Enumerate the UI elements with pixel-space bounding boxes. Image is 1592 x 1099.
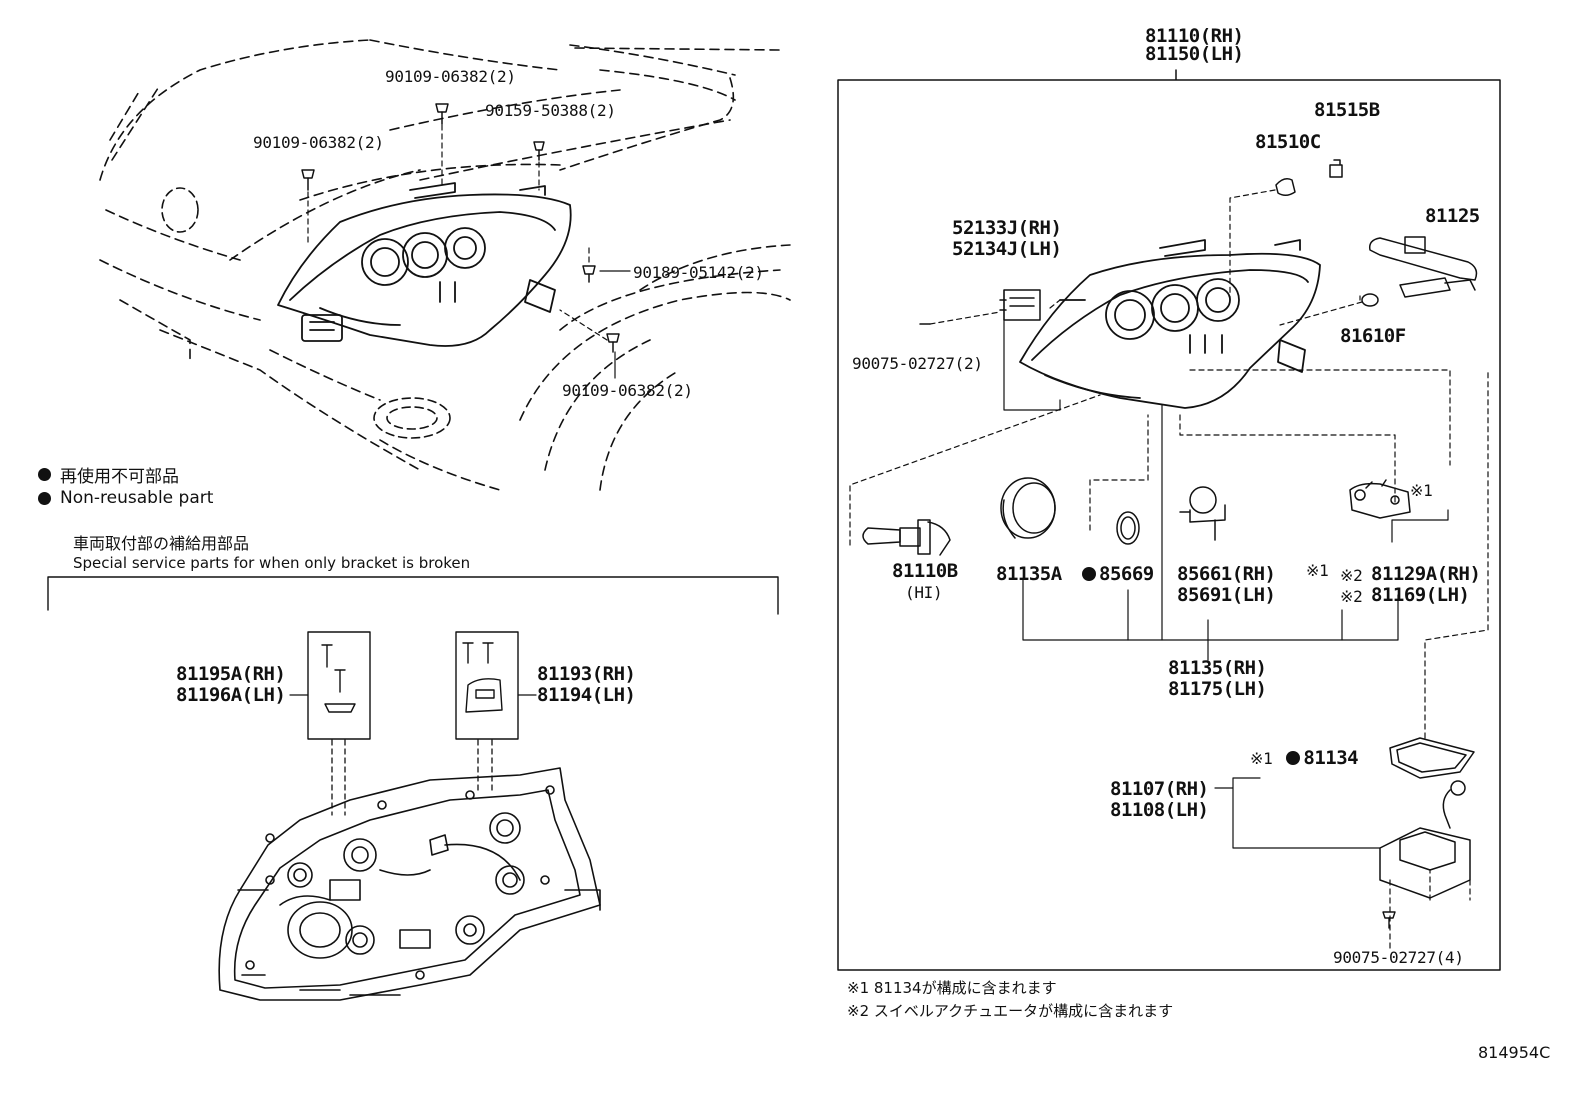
part-label-oring[interactable]: 85669 [1082, 564, 1154, 585]
figure-id: 814954C [1478, 1043, 1551, 1062]
mounted-headlamp [277, 182, 572, 347]
bracket-box-right [455, 631, 519, 740]
actuator-81129A [1349, 479, 1411, 519]
service-frame [47, 576, 779, 615]
part-label-unit-lh[interactable]: 81175(LH) [1168, 678, 1267, 700]
headlamp-assembly [1019, 239, 1321, 409]
actuator-mark-top: ※1 [1410, 481, 1433, 500]
internal-leaders [849, 369, 1451, 546]
cover-81135A [1000, 477, 1056, 539]
part-label-cover-cap[interactable]: 81515B [1314, 99, 1380, 121]
nonreusable-dot-icon [1286, 751, 1301, 765]
service-title-jp: 車両取付部の補給用部品 [73, 534, 250, 553]
sub-assembly-bracket [1022, 404, 1449, 661]
actuator-mark-left: ※1 [1306, 561, 1329, 580]
fog-lamp-outline [161, 187, 451, 439]
part-label-bracket2-rh[interactable]: 81193(RH) [537, 663, 636, 685]
legend-nonreusable-en: Non-reusable part [38, 488, 213, 508]
socket-part [919, 289, 1041, 325]
nonreusable-dot-icon [1082, 567, 1096, 581]
footnote-1: ※1 81134が構成に含まれます [847, 979, 1057, 997]
top-right-leaders [1229, 189, 1363, 326]
assembly-frame [837, 69, 1501, 971]
part-label-bulb-hi-sub: (HI) [905, 583, 943, 602]
bracket-box-left [307, 631, 371, 740]
part-label-actuator-rh[interactable]: 81129A(RH) [1371, 563, 1481, 585]
actuator-rh-mark: ※2 [1340, 566, 1363, 585]
vehicle-front-outline [99, 39, 791, 491]
fastener-leaders-top [307, 124, 608, 341]
part-label-lamp-lh[interactable]: 85691(LH) [1177, 584, 1276, 606]
part-label-bulb-hi[interactable]: 81110B [892, 560, 958, 582]
oring-85669 [1116, 511, 1140, 545]
bulb-hi [862, 519, 951, 556]
part-label-cap2[interactable]: 81610F [1340, 325, 1406, 347]
part-label-screw-top[interactable]: 90159-50388(2) [485, 101, 616, 120]
actuator-lh-mark: ※2 [1340, 587, 1363, 606]
part-label-bracket2-lh[interactable]: 81194(LH) [537, 684, 636, 706]
headlamp-rear-view [218, 767, 601, 1001]
part-label-bolt-left[interactable]: 90109-06382(2) [253, 133, 384, 152]
lamp-85661 [1179, 486, 1226, 541]
part-label-gasket[interactable]: ※1 81134 [1250, 747, 1359, 769]
part-label-cap[interactable]: 81510C [1255, 131, 1321, 153]
part-label-harness[interactable]: 81125 [1425, 205, 1480, 227]
computer-leaders [1389, 369, 1489, 949]
filled-dot-icon [38, 491, 51, 505]
part-label-bolt-bottom[interactable]: 90109-06382(2) [562, 381, 693, 400]
fastener-icons-top [301, 103, 620, 353]
filled-dot-icon [38, 468, 51, 481]
part-label-socket-lh[interactable]: 52134J(LH) [952, 238, 1062, 260]
service-title-en: Special service parts for when only brac… [73, 554, 471, 572]
legend-nonreusable-jp: 再使用不可部品 [38, 462, 179, 487]
small-parts-top-right [1275, 159, 1478, 307]
part-label-cover[interactable]: 81135A [996, 563, 1062, 585]
part-label-bracket-rh[interactable]: 81195A(RH) [176, 663, 286, 685]
part-label-socket-screw[interactable]: 90075-02727(2) [852, 354, 983, 373]
part-label-socket-rh[interactable]: 52133J(RH) [952, 217, 1062, 239]
part-label-bracket-lh[interactable]: 81196A(LH) [176, 684, 286, 706]
part-label-unit-rh[interactable]: 81135(RH) [1168, 657, 1267, 679]
footnote-2: ※2 スイベルアクチュエータが構成に含まれます [847, 1002, 1174, 1020]
part-label-assy-lh[interactable]: 81150(LH) [1145, 43, 1244, 65]
gasket-81134 [1389, 737, 1475, 779]
part-label-lamp-rh[interactable]: 85661(RH) [1177, 563, 1276, 585]
computer-81107 [1379, 780, 1471, 899]
part-label-computer-screw[interactable]: 90075-02727(4) [1333, 948, 1464, 967]
bracket-parts [321, 642, 503, 713]
label-leaders-top [599, 270, 631, 379]
part-label-clip[interactable]: 90189-05142(2) [633, 263, 764, 282]
part-label-computer-lh[interactable]: 81108(LH) [1110, 799, 1209, 821]
socket-leaders [929, 299, 1061, 325]
part-label-actuator-lh[interactable]: 81169(LH) [1371, 584, 1470, 606]
part-label-bolt-top[interactable]: 90109-06382(2) [385, 67, 516, 86]
part-label-assy-rh[interactable]: 81110(RH) [1145, 25, 1244, 47]
part-label-computer-rh[interactable]: 81107(RH) [1110, 778, 1209, 800]
